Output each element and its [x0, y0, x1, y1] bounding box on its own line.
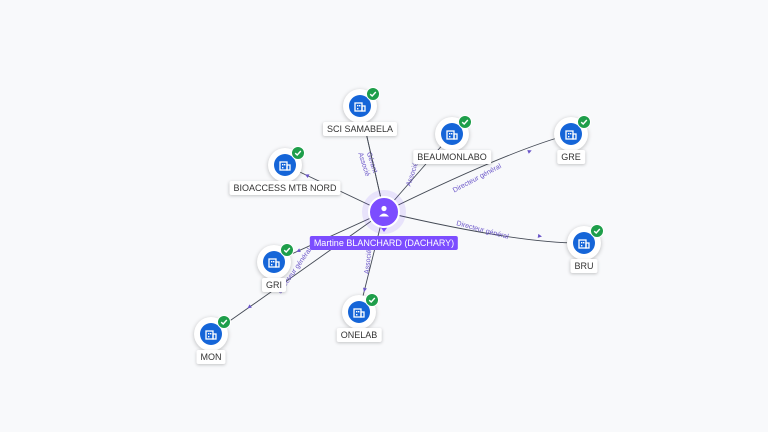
company-label[interactable]: GRE	[557, 150, 585, 164]
company-bubble[interactable]	[257, 243, 294, 279]
building-icon	[573, 232, 595, 254]
edge-label: Associé	[405, 162, 419, 188]
person-label[interactable]: Martine BLANCHARD (DACHARY)	[309, 236, 459, 250]
company-bubble[interactable]	[194, 315, 231, 351]
company-label[interactable]: MON	[196, 350, 226, 364]
building-icon	[348, 301, 370, 323]
verified-check-icon	[590, 224, 604, 238]
company-bubble[interactable]	[567, 224, 604, 260]
company-label[interactable]: BIOACCESS MTB NORD	[229, 181, 341, 195]
building-icon	[274, 154, 296, 176]
building-icon	[349, 95, 371, 117]
edge-arrow	[363, 287, 367, 292]
company-bubble[interactable]	[554, 115, 591, 151]
verified-check-icon	[577, 115, 591, 129]
company-label[interactable]: ONELAB	[336, 328, 382, 342]
edge-arrow	[527, 150, 532, 154]
company-label[interactable]: BRU	[570, 259, 598, 273]
company-label[interactable]: GRI	[261, 278, 287, 292]
company-label[interactable]: BEAUMONLABO	[413, 150, 491, 164]
verified-check-icon	[366, 87, 380, 101]
building-icon	[441, 123, 463, 145]
edge-label: Directeur général	[456, 220, 510, 241]
building-icon	[560, 123, 582, 145]
edge-label: Associé	[364, 249, 374, 274]
pin-tip	[379, 225, 389, 232]
edge-arrow	[247, 304, 252, 309]
verified-check-icon	[458, 115, 472, 129]
company-bubble[interactable]	[268, 146, 305, 182]
verified-check-icon	[217, 315, 231, 329]
verified-check-icon	[291, 146, 305, 160]
person-icon[interactable]	[368, 196, 400, 228]
building-icon	[200, 323, 222, 345]
edge-arrow	[304, 174, 310, 179]
company-label[interactable]: SCI SAMABELA	[322, 122, 398, 136]
edge-arrow	[537, 233, 542, 238]
company-bubble[interactable]	[342, 293, 379, 329]
verified-check-icon	[280, 243, 294, 257]
company-bubble[interactable]	[435, 115, 472, 151]
edge-label: Directeur général	[452, 163, 503, 195]
company-bubble[interactable]	[343, 87, 380, 123]
building-icon	[263, 251, 285, 273]
verified-check-icon	[365, 293, 379, 307]
edge-arrow	[296, 248, 301, 252]
